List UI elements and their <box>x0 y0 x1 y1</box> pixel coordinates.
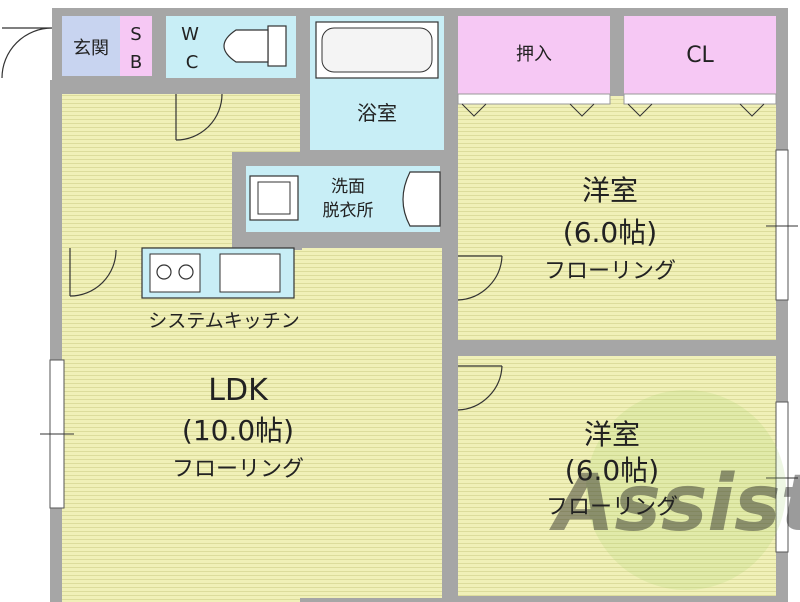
bedroom2-floor-label: フローリング <box>546 495 678 520</box>
washroom-label-1: 洗面 <box>331 177 365 197</box>
closet-rail-1 <box>457 93 611 105</box>
sb-label-b: B <box>130 52 142 73</box>
sink <box>219 253 281 293</box>
genkan-floor <box>62 16 120 76</box>
closet-rail-2 <box>623 93 777 105</box>
burner-left <box>156 264 172 280</box>
watermark-text: Assist <box>548 459 800 549</box>
kitchen-label: システムキッチン <box>148 310 299 332</box>
bedroom1-door <box>457 255 503 301</box>
shoebox <box>120 16 152 76</box>
bathtub-inner <box>321 27 433 73</box>
closet-door-marks <box>461 103 765 117</box>
washing-machine <box>249 175 299 221</box>
wc-label-c: C <box>186 52 199 73</box>
bedroom2-floor <box>458 356 776 596</box>
genkan-label: 玄関 <box>73 38 109 59</box>
oshiire-label: 押入 <box>516 44 552 65</box>
oshiire-closet <box>458 16 610 94</box>
toilet-bowl <box>223 29 269 63</box>
bedroom2-size: (6.0帖) <box>565 454 659 487</box>
entry-door <box>1 27 53 79</box>
sb-label-s: S <box>130 24 141 45</box>
cl-closet <box>624 16 776 94</box>
watermark-circle <box>586 390 786 590</box>
ldk-side-door <box>69 248 117 297</box>
bedroom1-name: 洋室 <box>582 174 638 207</box>
cl-label: CL <box>686 43 714 68</box>
bedroom1-floor-label: フローリング <box>544 259 676 284</box>
exterior-notch <box>0 0 52 80</box>
bedroom2-name: 洋室 <box>584 418 640 451</box>
ldk-size: (10.0帖) <box>182 414 294 447</box>
window-right-1 <box>775 149 789 301</box>
bedroom1-size: (6.0帖) <box>563 216 657 249</box>
window-right-2 <box>775 401 789 553</box>
toilet-tank <box>267 25 287 67</box>
bedroom2-door <box>457 365 503 411</box>
ldk-floor-right <box>130 248 442 598</box>
washing-machine-drum <box>257 181 291 215</box>
wc-label-w: W <box>181 24 199 45</box>
wc-door <box>175 93 223 141</box>
washroom-label-2: 脱衣所 <box>323 201 374 221</box>
bedroom1-floor <box>458 96 776 340</box>
wash-basin <box>402 171 441 227</box>
ldk-floor-left <box>62 94 132 596</box>
burner-right <box>178 264 194 280</box>
bath-label: 浴室 <box>357 101 397 125</box>
stove <box>149 253 201 293</box>
ldk-floor-label: フローリング <box>172 457 304 482</box>
ldk-name: LDK <box>208 373 269 408</box>
